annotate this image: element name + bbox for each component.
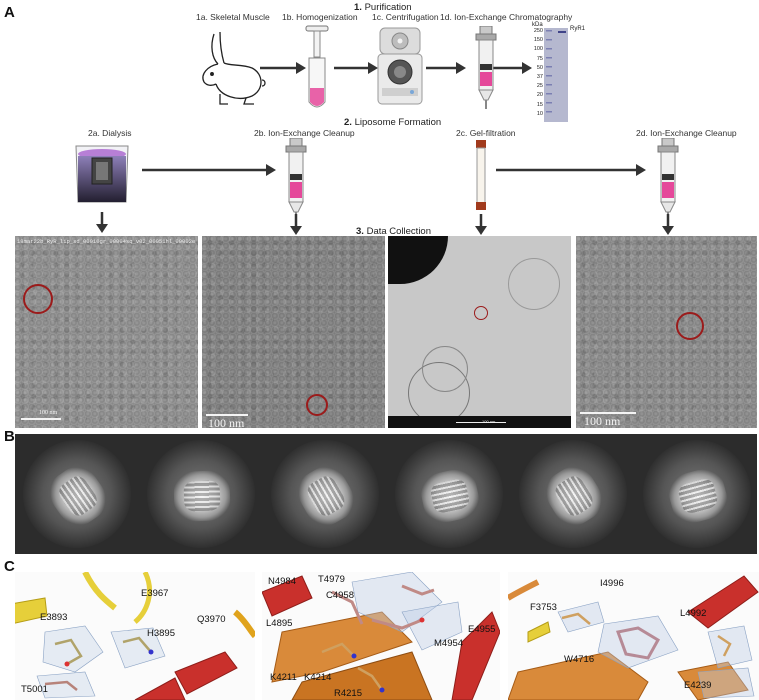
step-1c-label: 1c. Centrifugation: [372, 12, 439, 22]
particle-circle-2: [306, 394, 328, 416]
step-1b-label: 1b. Homogenization: [282, 12, 358, 22]
arrow-2a-2b: [142, 164, 276, 176]
gel-marker-label: 37: [536, 74, 543, 80]
residue-label: H3895: [147, 628, 175, 639]
rabbit-icon: [202, 31, 266, 105]
step-2a-label: 2a. Dialysis: [88, 128, 132, 138]
residue-label: E3893: [40, 612, 68, 623]
panel-label-c: C: [4, 558, 15, 575]
arrow-1b-1c: [334, 62, 378, 74]
gel-marker-label: 50: [536, 64, 543, 71]
arrow-down-2: [290, 214, 302, 235]
arrow-1a-1b: [260, 62, 306, 74]
arrow-down-1: [96, 212, 108, 233]
gel-marker-label: 20: [536, 92, 543, 99]
step-2b-label: 2b. Ion-Exchange Cleanup: [254, 128, 355, 138]
arrow-2c-2d: [496, 164, 646, 176]
homogenizer-icon: [305, 25, 329, 108]
residue-label: N4984: [268, 576, 296, 587]
micrograph-2-scale: 100 nm: [208, 416, 245, 428]
data-collection-title-num: 3.: [356, 226, 364, 237]
gel-marker-label: 250: [533, 28, 543, 34]
micrograph-4: 100 nm: [576, 236, 757, 428]
gel-filtration-tube-icon: [476, 140, 486, 210]
particle-circle-4: [676, 312, 704, 340]
residue-label: C4958: [326, 590, 354, 601]
residue-label: E4239: [684, 680, 712, 691]
class-averages-strip: [15, 434, 757, 554]
gel-marker-label: 10: [536, 110, 543, 117]
residue-label: L4992: [680, 608, 707, 619]
cleanup-column-2d-icon: [657, 138, 679, 221]
residue-label: K4211: [270, 672, 297, 683]
arrow-down-4: [662, 214, 674, 235]
liposome-title-num: 2.: [344, 117, 352, 128]
step-2c-label: 2c. Gel-filtration: [456, 128, 516, 138]
ion-exchange-column-icon: [475, 26, 497, 109]
data-collection-title: 3. Data Collection: [356, 226, 431, 237]
gel-marker-label: 100: [533, 46, 543, 53]
dialysis-beaker-icon: [75, 145, 129, 203]
gel-marker-label: 15: [536, 101, 543, 108]
class-average-image: [387, 434, 513, 554]
residue-label: E3967: [141, 588, 169, 599]
micrograph-1-scale: 100 nm: [39, 410, 58, 416]
step-2d-label: 2d. Ion-Exchange Cleanup: [636, 128, 737, 138]
residue-label: F3753: [530, 602, 557, 613]
gel-band-label: RyR1: [570, 26, 586, 32]
class-average-image: [139, 434, 265, 554]
micrograph-3-scale: 100 nm: [482, 419, 496, 424]
step-1a-label: 1a. Skeletal Muscle: [196, 12, 270, 22]
step-1d-label: 1d. Ion-Exchange Chromatography: [440, 12, 573, 22]
micrograph-1-header: 18mar22b_RyR_lip_sd_00010gr_00004sq_v02_…: [17, 238, 196, 245]
residue-label: W4716: [564, 654, 595, 665]
gel-marker-label: 25: [536, 83, 543, 90]
arrow-1d-gel: [492, 62, 532, 74]
residue-label: R4215: [334, 688, 362, 699]
cleanup-column-2b-icon: [285, 138, 307, 221]
gel-marker-label: 75: [536, 55, 543, 62]
micrograph-1: 18mar22b_RyR_lip_sd_00010gr_00004sq_v02_…: [15, 236, 198, 428]
residue-label: L4895: [266, 618, 293, 629]
liposome-title-text: Liposome Formation: [354, 117, 442, 128]
liposome-title: 2. Liposome Formation: [344, 117, 441, 128]
gel-marker-label: 150: [533, 37, 543, 44]
residue-label: M4954: [434, 638, 464, 649]
arrow-down-3: [475, 214, 487, 235]
micrograph-3: 100 nm: [388, 236, 571, 428]
residue-label: K4214: [304, 672, 332, 683]
purification-title: 1. Purification: [354, 2, 412, 13]
gel-unit-label: kDa: [532, 22, 543, 28]
particle-circle-1: [23, 284, 53, 314]
micrograph-2: 100 nm: [202, 236, 385, 428]
residue-label: I4996: [600, 578, 624, 589]
class-average-image: [15, 434, 141, 554]
arrow-1c-1d: [426, 62, 466, 74]
residue-label: Q3970: [197, 614, 226, 625]
class-average-image: [635, 434, 759, 554]
purification-title-num: 1.: [354, 2, 362, 13]
particle-circle-3: [474, 306, 488, 320]
residue-label: E4955: [468, 624, 496, 635]
panel-label-a: A: [4, 4, 15, 21]
residue-label: T4979: [318, 574, 345, 585]
class-average-image: [511, 434, 637, 554]
data-collection-title-text: Data Collection: [366, 226, 431, 237]
residue-label: T5001: [21, 684, 48, 695]
micrograph-4-scale: 100 nm: [584, 414, 621, 428]
class-average-image: [263, 434, 389, 554]
panel-label-b: B: [4, 428, 15, 445]
sds-page-gel: kDa RyR1 250 150 100 75 50 37 25 20 15 10: [530, 22, 586, 122]
purification-title-text: Purification: [364, 2, 412, 13]
centrifuge-icon: [377, 27, 423, 105]
